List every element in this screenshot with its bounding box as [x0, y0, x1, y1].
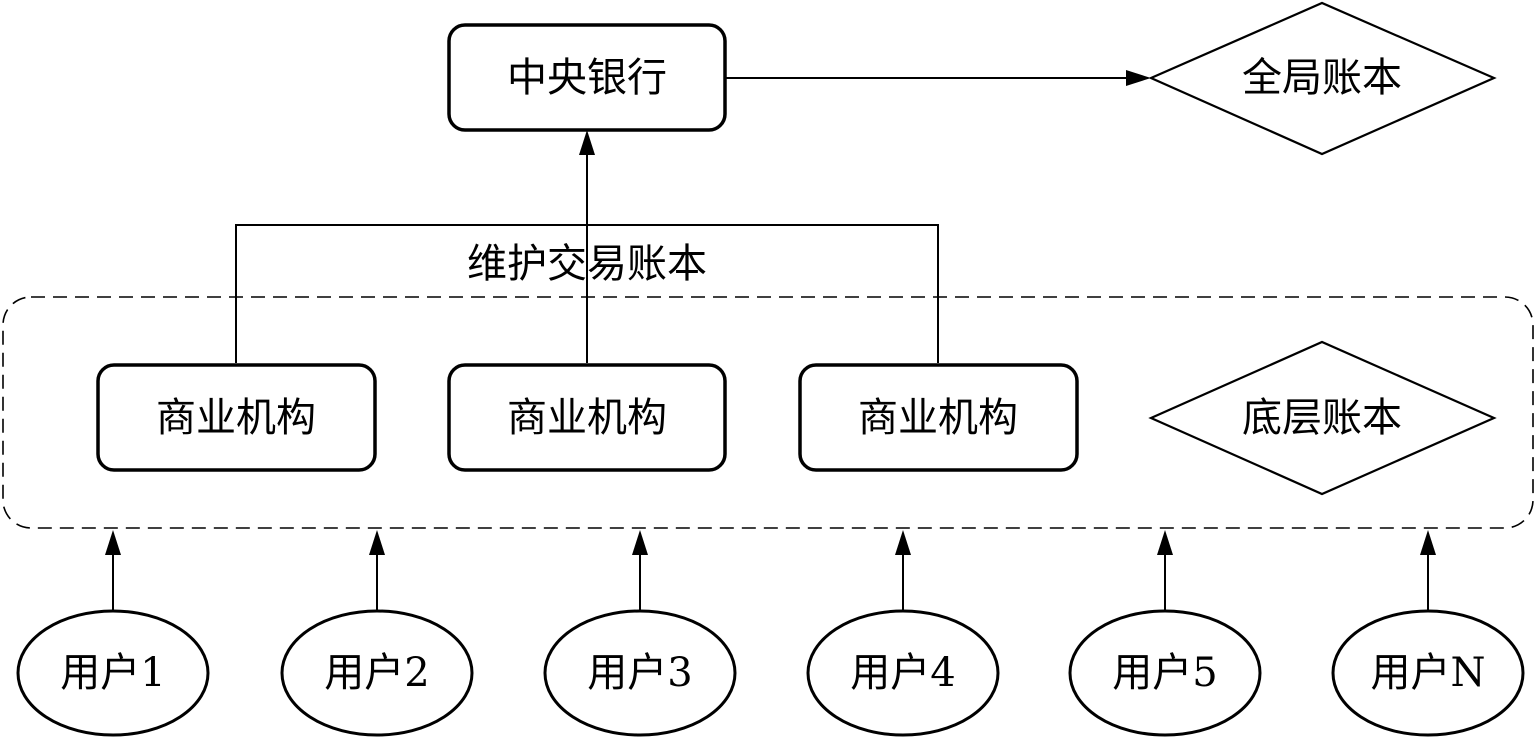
arrow-to-global-ledger: [725, 70, 1151, 86]
user-arrow-head: [632, 530, 648, 555]
user-label: 用户2: [324, 650, 429, 696]
user-node: 用户2: [280, 530, 474, 737]
user-label: 用户1: [60, 650, 165, 696]
user-arrow-head: [105, 530, 121, 555]
user-node: 用户3: [543, 530, 737, 737]
user-arrow-head: [1157, 530, 1173, 555]
maintain-ledger-label: 维护交易账本: [467, 241, 707, 287]
base-ledger-label: 底层账本: [1242, 395, 1402, 441]
user-ellipse: [806, 609, 1000, 737]
user-label: 用户5: [1112, 650, 1217, 696]
user-node: 用户1: [16, 530, 210, 737]
user-arrow-head: [1420, 530, 1436, 555]
user-label: 用户4: [850, 650, 955, 696]
user-ellipse: [1068, 609, 1262, 737]
user-label: 用户3: [587, 650, 692, 696]
institution-node: 商业机构: [447, 363, 727, 472]
user-arrow-head: [369, 530, 385, 555]
base-ledger-node: 底层账本: [1148, 340, 1497, 496]
user-node: 用户N: [1331, 530, 1525, 737]
institution-layer-boundary: [2, 296, 1534, 529]
user-ellipse: [1331, 609, 1525, 737]
users-row: 用户1 用户2 用户3 用户4 用户5 用户N: [16, 530, 1525, 737]
ledger-maintenance-connector: [235, 130, 939, 363]
institution-node: 商业机构: [798, 363, 1079, 472]
central-bank-node: 中央银行: [447, 23, 727, 132]
institution-label: 商业机构: [858, 395, 1018, 441]
institution-label: 商业机构: [156, 395, 316, 441]
global-ledger-node: 全局账本: [1148, 1, 1497, 156]
user-node: 用户5: [1068, 530, 1262, 737]
user-label: 用户N: [1371, 650, 1486, 696]
central-bank-label: 中央银行: [507, 55, 667, 101]
user-ellipse: [280, 609, 474, 737]
user-arrow-head: [895, 530, 911, 555]
user-node: 用户4: [806, 530, 1000, 737]
user-ellipse: [16, 609, 210, 737]
institution-label: 商业机构: [507, 395, 667, 441]
global-ledger-label: 全局账本: [1242, 55, 1402, 101]
institution-node: 商业机构: [96, 363, 377, 472]
user-ellipse: [543, 609, 737, 737]
